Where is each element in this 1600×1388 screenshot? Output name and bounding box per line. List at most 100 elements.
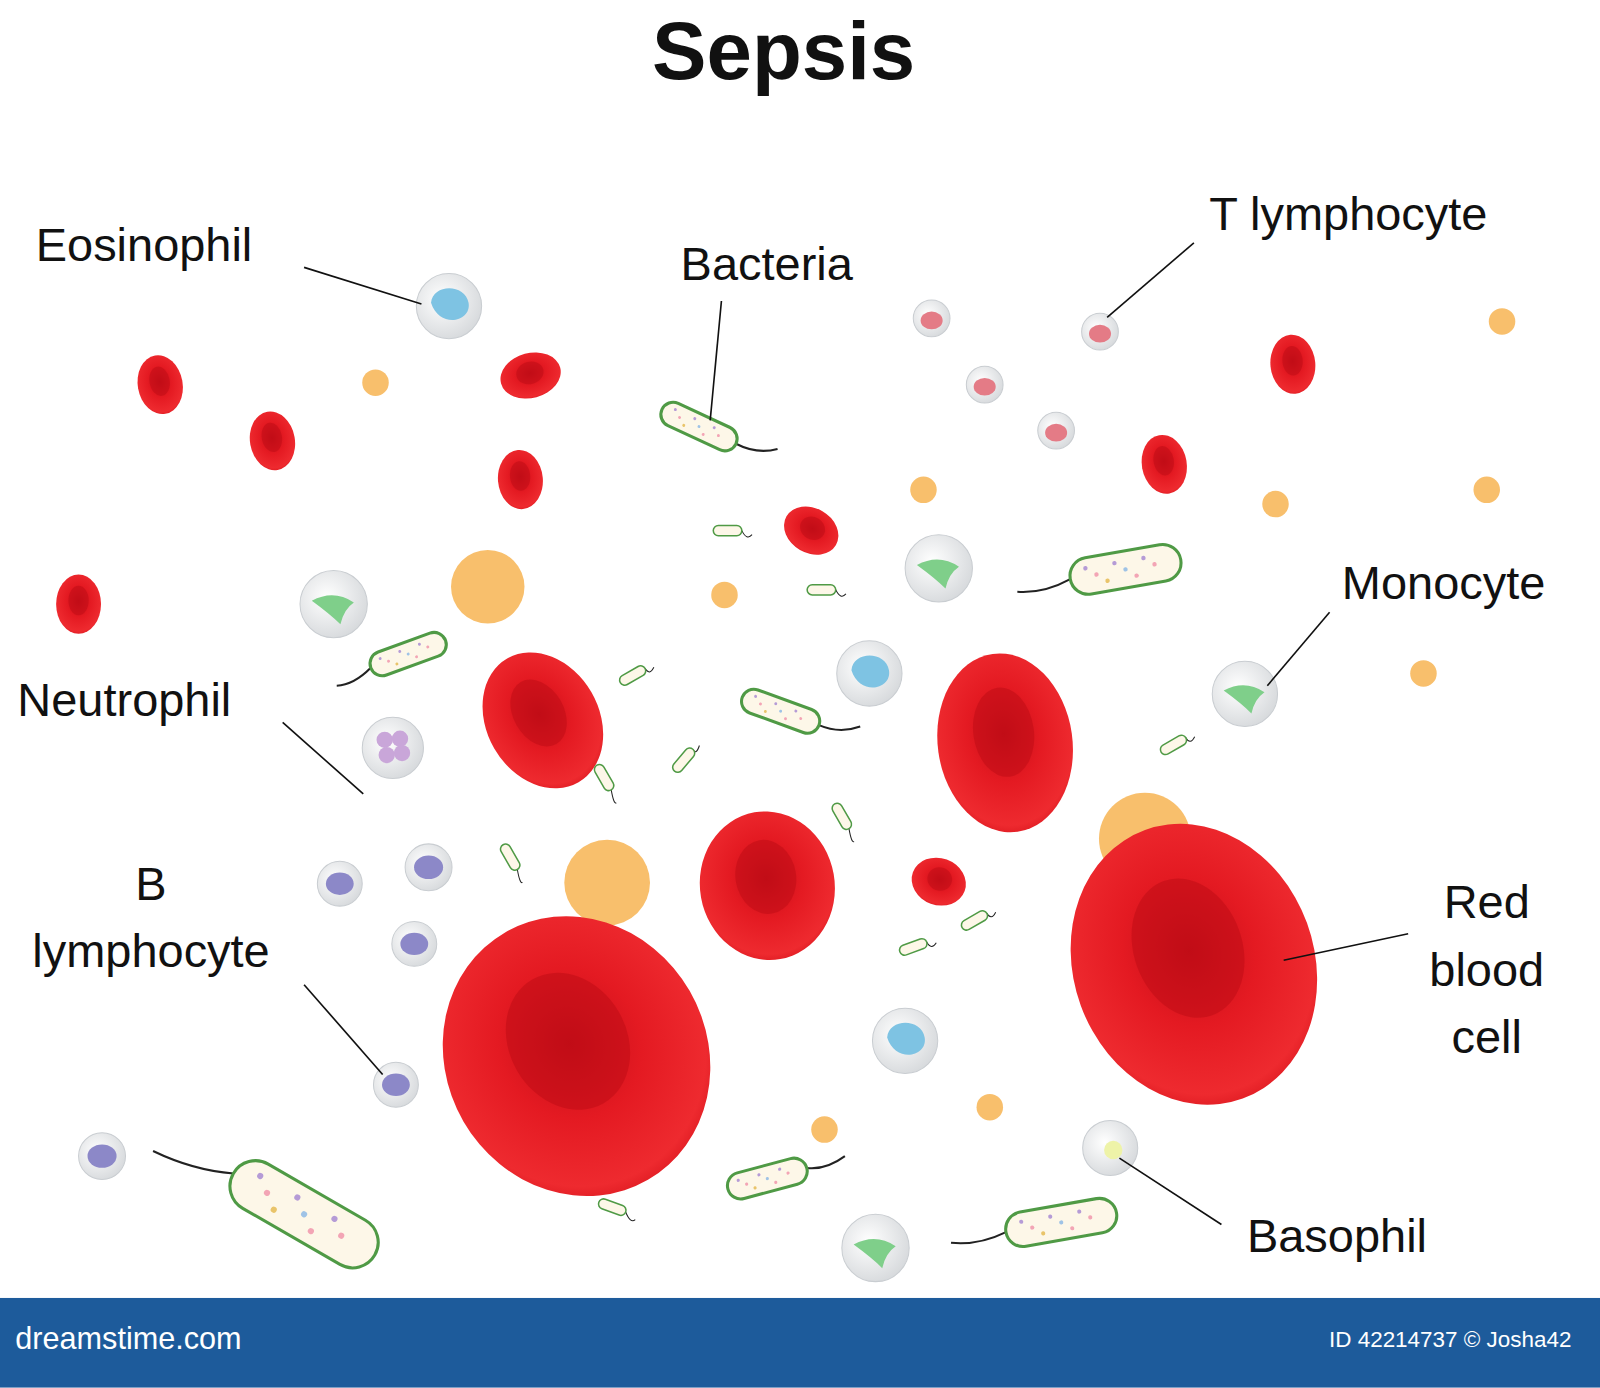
b-lymphocyte-nucleus [400, 933, 428, 955]
bacterium-granule [697, 425, 701, 429]
platelet [711, 582, 738, 609]
red-blood-cell-dimple [796, 512, 829, 544]
b-lymphocyte-nucleus [382, 1073, 410, 1095]
title: Sepsis [478, 2, 1090, 100]
bacterium-granule [398, 650, 402, 654]
flagellum [849, 829, 854, 842]
bacterium-granule [1123, 567, 1128, 572]
label: Basophil [1247, 1202, 1427, 1269]
red-blood-cell [926, 645, 1084, 842]
basophil [1083, 1120, 1138, 1175]
cell-membrane [392, 921, 437, 966]
flagellum [153, 1151, 233, 1173]
b-lymphocyte-nucleus [87, 1144, 116, 1167]
b-lymphocyte [392, 921, 437, 966]
bacterium-granule [1105, 578, 1110, 583]
cell-membrane [1083, 1120, 1138, 1175]
red-blood-cell [56, 574, 101, 633]
bacterium-granule [415, 655, 419, 659]
bacterium-granule [1083, 566, 1088, 571]
red-blood-cell-body [392, 867, 761, 1245]
platelet [910, 477, 937, 504]
monocyte [842, 1214, 909, 1281]
bacterium-granule [794, 709, 798, 713]
cell-membrane [966, 366, 1003, 403]
eosinophil [872, 1008, 937, 1073]
bacterium-granule [763, 710, 767, 714]
bacterium-granule [682, 423, 686, 427]
bacterium-granule [1112, 561, 1117, 566]
label: Eosinophil [36, 211, 253, 278]
label: T lymphocyte [1209, 180, 1487, 247]
label: Neutrophil [17, 666, 231, 733]
bacterium-granule [387, 659, 391, 663]
leader-line [1267, 612, 1329, 685]
bacterium-body [1003, 1196, 1120, 1250]
t-lymphocyte-nucleus [974, 378, 996, 396]
red-blood-cell-dimple [514, 359, 546, 388]
red-blood-cell [133, 352, 187, 418]
cell-membrane [317, 861, 362, 906]
red-blood-cell-body [495, 448, 545, 511]
bacterium-granule [759, 702, 763, 706]
bacterium-body [830, 801, 853, 831]
platelet [564, 840, 650, 926]
cell-membrane [1082, 313, 1119, 350]
leader-line [283, 722, 364, 793]
bacterium-body [671, 746, 697, 774]
label: Red blood cell [1405, 868, 1568, 1070]
bacterium-granule [1041, 1231, 1046, 1236]
cell-membrane [79, 1133, 126, 1180]
flagellum [736, 444, 778, 451]
red-blood-cell [245, 408, 299, 474]
red-blood-cell [1268, 333, 1318, 396]
red-blood-cell-dimple [68, 586, 88, 616]
bacterium [593, 763, 617, 803]
red-blood-cell-body [459, 630, 628, 810]
flagellum [337, 668, 371, 686]
bacterium-body [960, 909, 990, 932]
bacterium-body [724, 1155, 810, 1202]
leader-line [1119, 1158, 1221, 1224]
red-blood-cell [1032, 789, 1356, 1140]
red-blood-cell-dimple [967, 684, 1040, 781]
bacterium-granule [745, 1182, 749, 1186]
bacterium [671, 746, 700, 775]
flagellum [1017, 579, 1070, 592]
cell-membrane [416, 273, 481, 338]
bacterium-granule [256, 1172, 264, 1180]
red-blood-cell [1137, 431, 1191, 497]
red-blood-cell [495, 346, 566, 405]
bacterium-granule [395, 662, 399, 666]
bacterium [830, 801, 854, 841]
cell-membrane [1212, 661, 1277, 726]
bacterium-granule [673, 408, 677, 412]
red-blood-cell [905, 850, 973, 913]
b-lymphocyte [317, 861, 362, 906]
bacterium-granule [753, 1186, 757, 1190]
monocyte [300, 570, 367, 637]
bacterium [898, 937, 936, 956]
flagellum [951, 1232, 1006, 1243]
leader-lines [283, 243, 1409, 1225]
monocyte-nucleus [854, 1239, 896, 1268]
leader-line [1284, 934, 1408, 961]
bacterium-granule [784, 717, 788, 721]
bacterium-granule [1019, 1219, 1024, 1224]
monocyte-nucleus [1224, 685, 1265, 713]
neutrophil-lobe [379, 747, 395, 763]
red-blood-cell-body [1032, 789, 1356, 1140]
red-blood-cell-dimple [509, 460, 532, 491]
bacterium-body [367, 629, 450, 679]
flagellum [611, 790, 616, 803]
bacterium-granule [716, 434, 720, 438]
platelet [1473, 477, 1500, 504]
bacterium-body [657, 398, 741, 455]
red-blood-cell-dimple [259, 421, 284, 454]
t-lymphocyte-nucleus [1045, 424, 1067, 442]
bacterium-granule [300, 1210, 308, 1218]
flagellum [742, 531, 752, 537]
red-blood-cell-body [926, 645, 1084, 842]
bacterium-granule [757, 1173, 761, 1177]
red-blood-cell-dimple [1151, 444, 1176, 477]
